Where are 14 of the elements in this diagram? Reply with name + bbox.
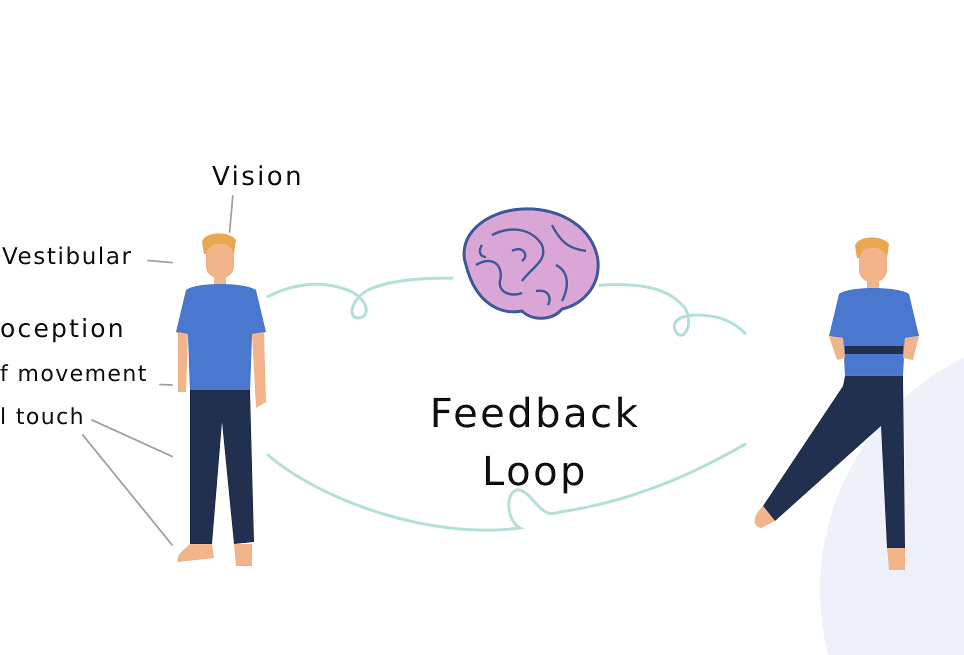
- loop-curve: [598, 283, 746, 337]
- label-text: Feedback Loop: [405, 385, 665, 501]
- loop-curve: [91, 419, 173, 458]
- loop-curve: [82, 434, 173, 546]
- loop-curve: [266, 442, 746, 532]
- label-text: Vision: [212, 162, 304, 194]
- label-text: f movement: [0, 362, 148, 388]
- label-text: Vestibular: [2, 244, 133, 272]
- label-text: l touch: [0, 405, 85, 432]
- loop-curve: [266, 276, 454, 320]
- label-text: oception: [0, 314, 126, 344]
- loop-curve: [159, 384, 173, 386]
- loop-curve: [228, 195, 234, 233]
- loop-curve: [147, 260, 173, 264]
